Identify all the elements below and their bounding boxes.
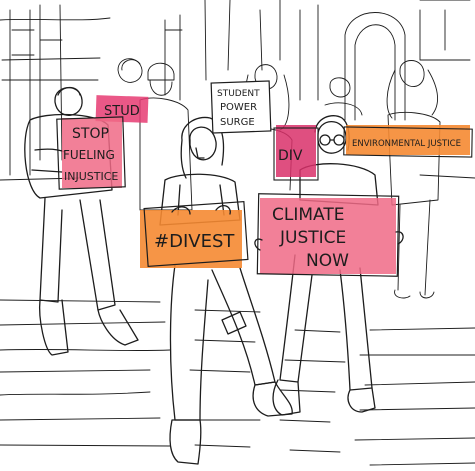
svg-text:ENVIRONMENTAL JUSTICE: ENVIRONMENTAL JUSTICE <box>352 139 461 149</box>
svg-text:STUDENT: STUDENT <box>217 89 260 99</box>
sign-background-div: DIV <box>273 125 319 181</box>
svg-text:FUELING: FUELING <box>63 148 115 162</box>
svg-text:CLIMATE: CLIMATE <box>272 205 344 225</box>
sign-climate-justice-now: CLIMATE JUSTICE NOW <box>254 193 404 277</box>
sign-divest: #DIVEST <box>140 200 249 268</box>
svg-text:SURGE: SURGE <box>220 117 255 128</box>
svg-text:POWER: POWER <box>220 102 257 113</box>
svg-text:JUSTICE: JUSTICE <box>279 228 346 248</box>
protester-left <box>24 86 139 356</box>
svg-text:NOW: NOW <box>306 251 349 271</box>
svg-text:DIV: DIV <box>278 148 303 164</box>
protester-center <box>159 116 293 465</box>
staircase <box>0 299 475 466</box>
svg-text:STOP: STOP <box>72 126 109 142</box>
svg-text:#DIVEST: #DIVEST <box>154 231 235 252</box>
svg-text:STUD: STUD <box>104 104 140 119</box>
sign-stop-fueling-injustice: STOP FUELING INJUSTICE <box>56 116 126 190</box>
sign-environmental-justice: ENVIRONMENTAL JUSTICE <box>343 125 473 158</box>
svg-text:INJUSTICE: INJUSTICE <box>64 170 118 183</box>
sign-student-power-surge: STUDENT POWER SURGE <box>210 80 272 134</box>
sign-background-stud: STUD <box>95 95 149 123</box>
